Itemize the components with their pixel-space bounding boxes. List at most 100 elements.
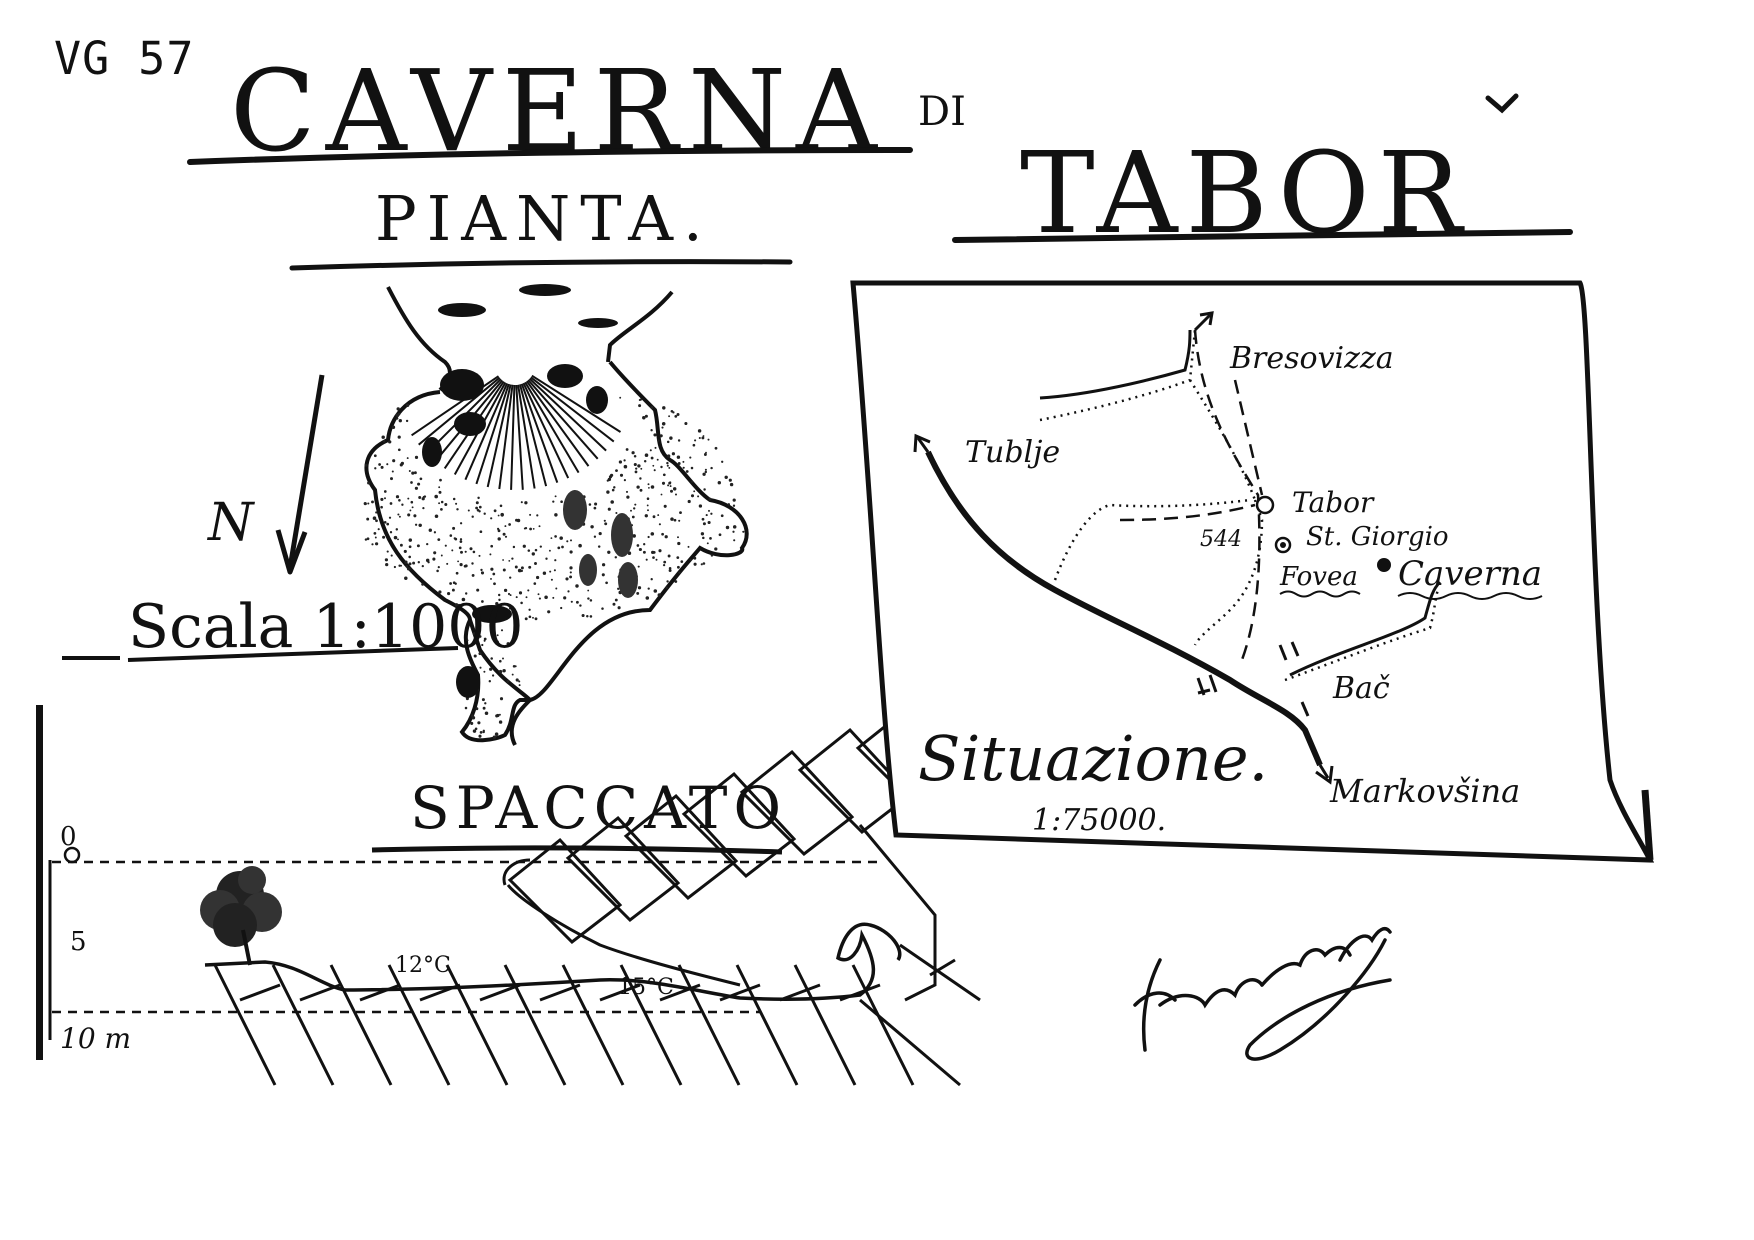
stipple-dot <box>484 702 487 705</box>
stipple-dot <box>389 502 393 505</box>
stipple-dot <box>397 435 401 439</box>
hatch-line <box>519 384 548 487</box>
stipple-dot <box>697 429 702 433</box>
stratum-joint <box>929 958 956 977</box>
stipple-dot <box>692 443 696 447</box>
place-tabor: Tabor <box>1292 486 1375 519</box>
stipple-dot <box>609 473 614 477</box>
stipple-dot <box>502 568 506 572</box>
stipple-dot <box>542 571 547 575</box>
stipple-dot <box>680 560 684 563</box>
stipple-dot <box>498 720 503 724</box>
stipple-dot <box>604 522 608 526</box>
stipple-dot <box>710 554 714 557</box>
stipple-dot <box>554 513 558 517</box>
stipple-dot <box>632 534 636 538</box>
stipple-dot <box>414 486 418 490</box>
stipple-dot <box>404 560 408 564</box>
stipple-dot <box>649 449 652 452</box>
stipple-dot <box>479 530 483 534</box>
stipple-dot <box>623 459 626 462</box>
stipple-dot <box>467 509 470 512</box>
stipple-dot <box>677 541 681 546</box>
section-level-10: 10 m <box>60 1022 131 1055</box>
stipple-dot <box>499 659 502 663</box>
stipple-dot <box>563 596 567 600</box>
plan-boulder <box>519 284 571 296</box>
stipple-dot <box>515 678 519 682</box>
stipple-dot <box>383 520 387 524</box>
stipple-dot <box>444 503 448 506</box>
stipple-dot <box>662 406 666 410</box>
stipple-dot <box>497 529 501 533</box>
stipple-dot <box>423 495 427 498</box>
stipple-dot <box>374 542 379 546</box>
stipple-dot <box>393 565 397 569</box>
stipple-dot <box>366 537 370 541</box>
stipple-dot <box>457 560 460 563</box>
stipple-dot <box>693 562 697 566</box>
stipple-dot <box>397 412 401 416</box>
stipple-dot <box>708 509 710 512</box>
stipple-dot <box>527 549 531 552</box>
stipple-dot <box>481 698 485 702</box>
title-underline <box>187 147 913 165</box>
stipple-dot <box>421 583 424 586</box>
stipple-dot <box>690 466 694 470</box>
stipple-dot <box>534 562 537 565</box>
stipple-dot <box>514 665 517 668</box>
stipple-dot <box>569 539 573 542</box>
stipple-dot <box>459 522 463 525</box>
stipple-dot <box>498 713 501 716</box>
plan-boulder <box>578 318 618 328</box>
stratum-line <box>793 964 857 1086</box>
stipple-dot <box>391 425 396 430</box>
stipple-dot <box>702 522 706 526</box>
stipple-dot <box>684 421 688 426</box>
stipple-dot <box>720 514 724 518</box>
stipple-dot <box>690 480 694 483</box>
stipple-dot <box>593 535 597 538</box>
stipple-dot <box>372 516 377 520</box>
stipple-dot <box>614 556 618 559</box>
stratum-joint <box>239 983 281 1002</box>
stipple-dot <box>511 640 515 645</box>
stipple-dot <box>406 457 409 460</box>
inset-path-bresovizza <box>1039 329 1197 422</box>
hatch-line <box>517 384 536 489</box>
stipple-dot <box>547 610 551 614</box>
inset-settlement-marks <box>1196 641 1310 717</box>
stipple-dot <box>490 567 494 571</box>
place-elevation: 544 <box>1200 527 1242 552</box>
plan-floor-stipple <box>363 396 745 739</box>
stipple-dot <box>617 606 621 610</box>
stipple-dot <box>520 566 524 570</box>
stipple-dot <box>698 504 703 508</box>
stipple-dot <box>381 435 385 439</box>
stipple-dot <box>371 500 374 504</box>
stipple-dot <box>727 503 731 506</box>
stipple-dot <box>588 503 592 506</box>
stratum-joint <box>479 983 521 1002</box>
stipple-dot <box>663 560 667 564</box>
stipple-dot <box>492 635 495 639</box>
hatch-line <box>520 383 559 483</box>
stipple-dot <box>642 550 646 554</box>
stipple-dot <box>557 546 561 550</box>
stipple-dot <box>440 508 443 511</box>
inset-dashed-road-2 <box>1119 503 1256 522</box>
stratum-block <box>623 793 739 900</box>
plan-block <box>563 490 587 530</box>
stipple-dot <box>554 559 557 562</box>
stipple-dot <box>460 550 463 554</box>
stipple-dot <box>605 581 608 585</box>
stipple-dot <box>525 596 528 599</box>
cave-marker-icon <box>1377 558 1391 572</box>
stipple-dot <box>687 545 690 548</box>
stipple-dot <box>647 535 650 539</box>
stipple-dot <box>377 528 380 531</box>
stipple-dot <box>607 477 612 482</box>
stipple-dot <box>482 706 486 710</box>
stipple-dot <box>569 566 573 570</box>
stipple-dot <box>538 525 541 528</box>
